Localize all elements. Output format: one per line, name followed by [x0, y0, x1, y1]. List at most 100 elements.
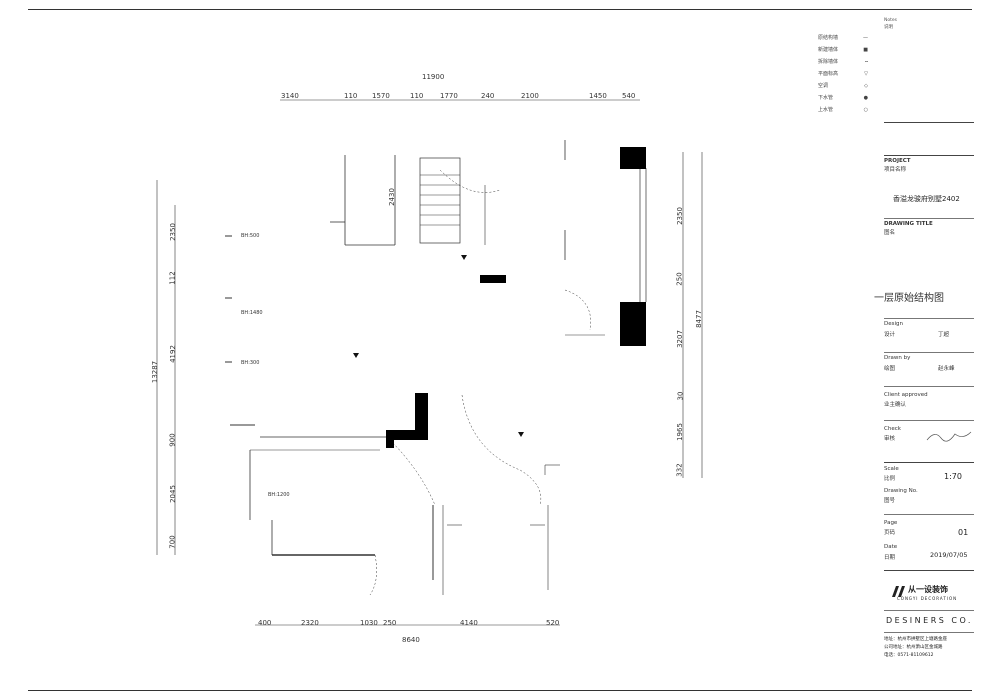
tb-divider — [884, 610, 974, 611]
client-label: Client approved — [884, 392, 928, 398]
frame-top-line — [28, 9, 972, 10]
bottom-dim: 1030 — [360, 619, 378, 627]
design-cn: 设计 — [884, 332, 896, 338]
client-cn: 业主确认 — [884, 402, 907, 408]
top-dim: 1770 — [440, 92, 458, 100]
designers-co: DESINERS CO. — [886, 616, 973, 625]
right-dim: 30 — [676, 391, 685, 401]
tb-divider — [884, 462, 974, 463]
left-overall-dim: 13287 — [151, 360, 160, 384]
date-label: Date — [884, 544, 898, 550]
company-phone: 电话：0571-81109612 — [884, 653, 934, 658]
room-tag: BH:1200 — [268, 492, 290, 498]
right-dim: 250 — [675, 272, 684, 286]
check-signature — [926, 431, 972, 442]
right-overall-dim: 8477 — [694, 310, 703, 328]
date-value: 2019/07/05 — [930, 551, 968, 559]
top-dim: 1570 — [372, 92, 390, 100]
left-dim: 4192 — [168, 345, 177, 363]
legend-item: 拆除墙体┅ — [818, 59, 868, 65]
left-dim: 112 — [168, 271, 177, 285]
room-tag: BH:300 — [241, 360, 260, 366]
bottom-dim: 4140 — [460, 619, 478, 627]
top-dim: 110 — [344, 92, 358, 100]
project-label: PROJECT — [884, 158, 911, 164]
top-dim: 110 — [410, 92, 424, 100]
scale-label: Scale — [884, 466, 899, 472]
legend-item: 下水管● — [818, 95, 868, 101]
drawn-value: 赵永峰 — [938, 366, 955, 372]
top-dim: 240 — [481, 92, 495, 100]
check-cn: 审核 — [884, 436, 896, 442]
drawing-title-cn: 图名 — [884, 230, 896, 236]
left-dim: 2350 — [168, 223, 177, 241]
design-value: 丁超 — [938, 332, 950, 338]
drawn-label: Drawn by — [884, 355, 911, 361]
page-cn: 页码 — [884, 530, 896, 536]
company-address: 地址：杭州市拱墅区上塘路金座 — [884, 637, 947, 642]
scale-cn: 比例 — [884, 476, 896, 482]
page-label: Page — [884, 520, 898, 526]
check-label: Check — [884, 426, 901, 432]
drawing-no-label: Drawing No. — [884, 488, 918, 494]
page-value: 01 — [958, 528, 969, 537]
tb-divider — [884, 318, 974, 319]
design-label: Design — [884, 321, 903, 327]
tb-divider — [884, 218, 974, 219]
company-name-en: CONGYI DECORATION — [897, 596, 958, 601]
top-dim: 1450 — [589, 92, 607, 100]
new-wall-stepped — [386, 393, 428, 448]
bottom-dim: 520 — [546, 619, 560, 627]
project-cn: 项目名称 — [884, 167, 907, 173]
room-tag: BH:500 — [241, 233, 260, 239]
right-dim: 1965 — [675, 423, 684, 441]
company-name: 从一设装饰 — [908, 585, 948, 594]
date-cn: 日期 — [884, 555, 896, 561]
legend-item: 空调◇ — [818, 83, 868, 89]
scale-value: 1:70 — [944, 472, 962, 481]
company-address-2: 公司地址：杭州萧山区金城路 — [884, 645, 943, 650]
drawing-title-label: DRAWING TITLE — [884, 221, 933, 227]
tb-divider — [884, 155, 974, 156]
legend-item: 平面标高▽ — [818, 71, 868, 77]
tb-divider — [884, 352, 974, 353]
left-dim: 700 — [168, 535, 177, 549]
legend-item: 新建墙体■ — [818, 47, 868, 53]
notes-block: Notes 说明 — [884, 18, 897, 30]
top-dim: 3140 — [281, 92, 299, 100]
tb-divider — [884, 386, 974, 387]
frame-bottom-line — [28, 690, 972, 691]
tb-divider — [884, 514, 974, 515]
left-dim: 2045 — [168, 485, 177, 503]
bottom-dim: 2320 — [301, 619, 319, 627]
beam-center — [480, 275, 506, 283]
stair-outline — [419, 157, 461, 244]
drawing-title: 一层原始结构图 — [874, 293, 944, 304]
column-top-right — [620, 147, 646, 169]
legend-item: 上水管○ — [818, 107, 868, 113]
legend: 原结构墙— 新建墙体■ 拆除墙体┅ 平面标高▽ 空调◇ 下水管● 上水管○ — [818, 32, 868, 116]
legend-item: 原结构墙— — [818, 35, 868, 41]
tb-divider — [884, 420, 974, 421]
project-name: 香溢龙骏府别墅2402 — [893, 195, 960, 203]
right-dim: 2350 — [675, 207, 684, 225]
overall-top-dim: 11900 — [422, 73, 445, 81]
tb-divider — [884, 632, 974, 633]
tb-divider — [884, 122, 974, 123]
bottom-dim: 400 — [258, 619, 272, 627]
drawn-cn: 绘图 — [884, 366, 896, 372]
stair-dim: 2430 — [387, 188, 396, 206]
overall-bottom-dim: 8640 — [402, 636, 420, 644]
room-tag: BH:1480 — [241, 310, 263, 316]
top-dim: 2100 — [521, 92, 539, 100]
right-dim: 332 — [675, 463, 684, 477]
company-logo-icon — [892, 586, 905, 597]
drawing-no-cn: 图号 — [884, 498, 896, 504]
column-mid-right — [620, 302, 646, 346]
bottom-dim: 250 — [383, 619, 397, 627]
tb-divider — [884, 570, 974, 571]
left-dim: 900 — [168, 433, 177, 447]
right-dim: 3207 — [675, 330, 684, 348]
top-dim: 540 — [622, 92, 636, 100]
